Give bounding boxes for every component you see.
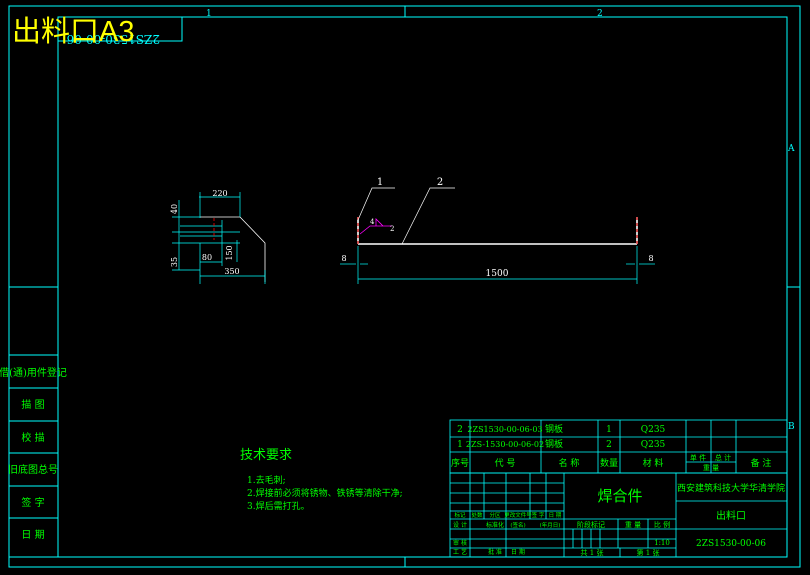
part-name: 出料口: [716, 509, 746, 522]
zone-label-top-2: 2: [597, 9, 603, 19]
sheets-total: 共 1 张: [581, 548, 604, 557]
rev-label-mark: 标记: [454, 511, 466, 519]
scale-value: 1:10: [654, 539, 670, 547]
dim-bottom-mid: 150: [225, 245, 234, 260]
rev-label-date: 日 期: [549, 512, 562, 519]
weld-symbol: [359, 218, 392, 235]
weld-leader: [359, 225, 392, 235]
rev-label-count: 处数: [471, 511, 483, 519]
bom-row-2-name: 钢板: [545, 423, 563, 435]
bom-row-2-no: 2: [457, 425, 463, 435]
bom-header-weight: 重 量: [703, 464, 719, 472]
leader-lines: [357, 187, 455, 245]
tech-req-item-3: 3.焊后需打孔。: [247, 500, 310, 512]
bom-row-1-code: 2ZS-1530-00-06-02: [466, 440, 544, 449]
bom-header-unit-weight: 单 件: [690, 453, 706, 462]
balloon-1: 1: [377, 177, 383, 188]
bom-header-note: 备 注: [751, 457, 772, 469]
date-ymd-label: (年月日): [540, 521, 561, 529]
dim-left-upper: 40: [170, 204, 179, 214]
bom-header-name: 名 称: [559, 457, 580, 469]
rev-label-sign: 签 字: [532, 511, 545, 519]
stage-label: 阶段标记: [577, 520, 605, 529]
sheet-title: 出料口A3: [12, 15, 134, 48]
left-cell-check: 校 描: [21, 431, 44, 444]
zone-label-right-b: B: [788, 422, 795, 432]
left-cell-sign: 签 字: [21, 496, 44, 509]
bom-row-1-no: 1: [457, 440, 463, 450]
main-view-dims: [340, 246, 655, 284]
weld-fillet-icon: [375, 218, 384, 227]
tech-req-item-1: 1.去毛刺;: [247, 474, 286, 486]
title-block-grid: [449, 419, 788, 558]
main-view: 1 2 4 2 1500 8 8: [340, 177, 655, 284]
dim-right-thickness: 8: [648, 254, 653, 263]
bom-header-qty: 数量: [600, 457, 618, 469]
bom-header-total-weight: 总 计: [715, 453, 731, 462]
rev-label-zone: 分区: [489, 511, 501, 519]
weight-label: 重 量: [625, 521, 641, 529]
process-label: 工 艺: [453, 548, 467, 556]
dim-top-width: 220: [212, 189, 227, 198]
school-name: 西安建筑科技大学华清学院: [677, 482, 785, 494]
left-cell-register: 借(通)用件登记: [0, 366, 67, 379]
date-label: 日 期: [511, 548, 525, 556]
side-view-dims: [172, 192, 266, 284]
bom-row-2-material: Q235: [641, 425, 666, 435]
left-register-block: [8, 354, 59, 558]
tech-req-title: 技术要求: [240, 448, 292, 463]
balloon-2: 2: [437, 177, 443, 188]
side-view: 220 40 35 80 150 350: [170, 189, 266, 284]
standard-label: 标准化: [486, 521, 504, 529]
tech-req-item-2: 2.焊接前必须将锈物、铁锈等清除干净;: [247, 487, 403, 499]
drawing-number: 2ZS1530-00-06: [696, 539, 766, 549]
review-label: 审 核: [453, 539, 467, 547]
design-label: 设 计: [453, 521, 467, 529]
left-cell-date: 日 期: [21, 529, 44, 541]
left-cell-trace: 描 图: [21, 398, 44, 411]
code-box: [57, 16, 183, 42]
dim-left-lower: 35: [170, 257, 179, 267]
bom-row-1-name: 钢板: [545, 438, 563, 450]
signature-label: (签名): [510, 521, 525, 529]
leader-2: [401, 187, 455, 245]
mirrored-drawing-code: 2ZS1530-00-06: [67, 32, 160, 46]
side-view-outline: [200, 216, 266, 282]
bom-row-1-material: Q235: [641, 440, 666, 450]
zone-label-top-1: 1: [206, 9, 212, 19]
weld-size: 4: [370, 218, 375, 226]
bom-row-2-code: 2ZS1530-00-06-03: [467, 425, 542, 434]
drawing-name: 焊合件: [597, 487, 642, 505]
bom-header-material: 材 料: [643, 457, 664, 469]
bom-header-code: 代 号: [495, 458, 516, 469]
zone-label-right-a: A: [787, 144, 795, 154]
bom-header-no: 序号: [451, 457, 469, 469]
approve-label: 批 准: [488, 548, 502, 556]
left-cell-old-no: 旧底图总号: [8, 463, 58, 476]
dim-bottom-total: 350: [224, 267, 239, 276]
dim-bottom-small: 80: [202, 253, 212, 262]
zone-ticks: [9, 6, 800, 567]
bom-row-1-qty: 2: [606, 440, 612, 450]
dim-length: 1500: [486, 269, 509, 279]
dim-left-thickness: 8: [341, 254, 346, 263]
rev-label-doc: 更改文件号: [504, 511, 532, 519]
weld-count: 2: [390, 225, 394, 233]
bom-row-2-qty: 1: [606, 425, 612, 435]
leader-1: [357, 187, 395, 221]
sheet-number: 第 1 张: [637, 548, 660, 557]
scale-label: 比 例: [654, 520, 670, 529]
